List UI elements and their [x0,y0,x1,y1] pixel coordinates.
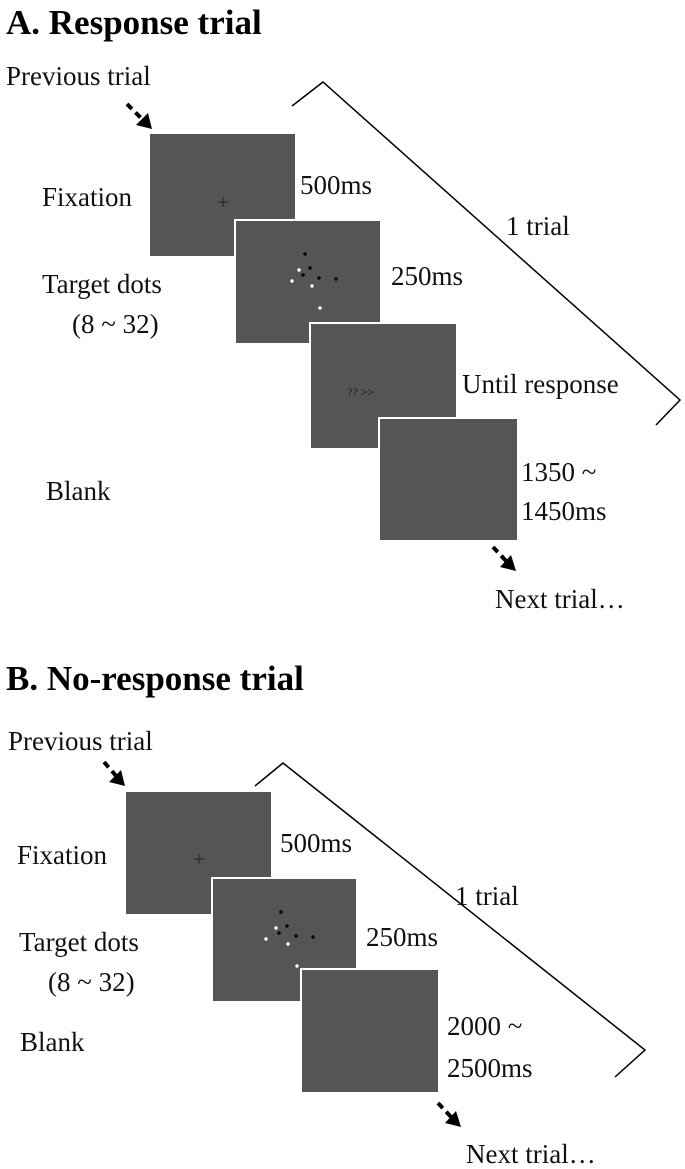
panel-a-response-prompt: ?? >> [347,385,374,399]
panel-a: A. Response trial Previous trial 1 trial… [6,3,682,614]
panel-a-target-time: 250ms [391,261,463,291]
panel-b-target-label-line2: (8 ~ 32) [48,967,135,997]
panel-b-next-arrow-icon [436,1101,461,1127]
panel-a-previous-arrow-icon [125,102,152,129]
panel-a-trial-bracket [291,81,682,426]
panel-a-blank-screen [378,417,519,542]
panel-a-target-label-line1: Target dots [42,269,162,299]
panel-b-blank-time-line2: 2500ms [447,1053,533,1083]
panel-b-fixation-cross-plus-icon [194,854,204,864]
panel-b: B. No-response trial Previous trial 1 tr… [6,659,647,1169]
panel-a-previous-label: Previous trial [6,61,151,91]
panel-b-title: B. No-response trial [6,659,304,698]
panel-a-target-label-line2: (8 ~ 32) [72,309,159,339]
panel-a-next-arrow-icon [491,545,516,571]
panel-a-fixation-cross-plus-icon [218,197,228,207]
panel-a-target-dots [290,252,338,310]
panel-a-response-time: Until response [462,369,619,399]
panel-a-fixation-label: Fixation [42,182,133,212]
panel-b-fixation-time: 500ms [280,828,352,858]
panel-a-blank-label: Blank [46,476,111,506]
panel-b-blank-screen [300,968,440,1094]
panel-a-blank-time-line2: 1450ms [521,496,607,526]
panel-b-fixation-label: Fixation [17,840,108,870]
panel-b-blank-time-line1: 2000 ~ [447,1011,522,1041]
panel-b-blank-label: Blank [20,1027,85,1057]
panel-a-title: A. Response trial [6,3,262,42]
panel-b-target-dots [264,910,315,968]
panel-a-blank-time-line1: 1350 ~ [521,457,596,487]
panel-b-target-time: 250ms [366,922,438,952]
panel-b-next-label: Next trial… [466,1139,596,1169]
panel-b-trial-bracket [254,762,647,1078]
panel-a-fixation-time: 500ms [300,170,372,200]
panel-b-previous-arrow-icon [102,760,125,786]
panel-b-bracket-label: 1 trial [455,881,519,911]
panel-a-next-label: Next trial… [495,584,625,614]
panel-b-target-label-line1: Target dots [19,927,139,957]
panel-b-previous-label: Previous trial [8,726,153,756]
panel-a-bracket-label: 1 trial [506,211,570,241]
